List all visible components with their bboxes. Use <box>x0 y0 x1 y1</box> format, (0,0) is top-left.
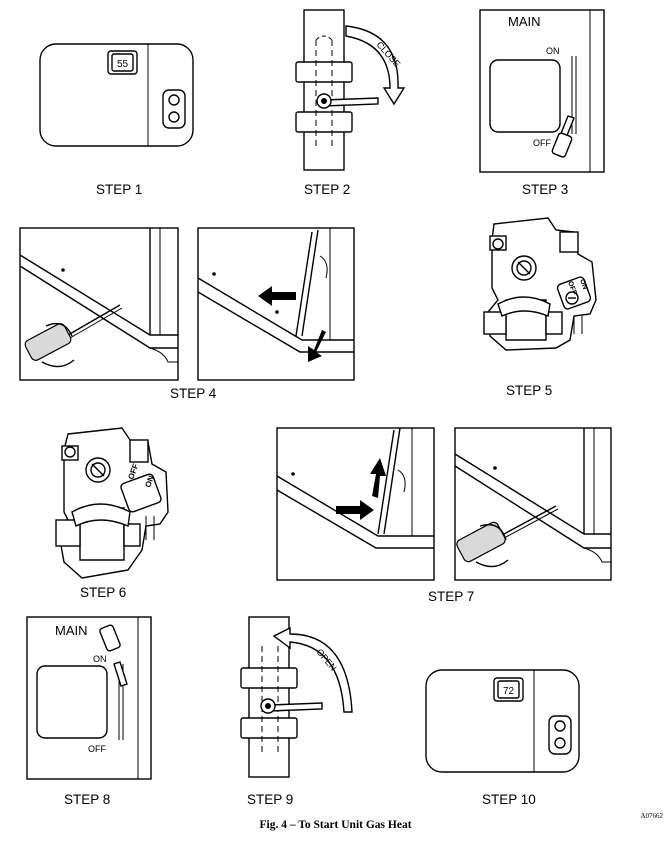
switch-off-step3: OFF <box>533 138 551 148</box>
access-panel-step4-right <box>197 227 355 381</box>
gas-valve-step2: CLOSE <box>295 9 406 171</box>
switch-title-step3: MAIN <box>508 14 541 29</box>
step-label-5: STEP 5 <box>506 383 553 398</box>
thermostat-display-step1: 55 <box>117 59 129 70</box>
figure-caption: Fig. 4 – To Start Unit Gas Heat <box>259 819 412 831</box>
thermostat-display-step10: 72 <box>503 686 515 697</box>
step-label-7: STEP 7 <box>428 589 475 604</box>
gas-valve-step9: OPEN <box>240 616 353 778</box>
step-label-1: STEP 1 <box>96 182 143 197</box>
access-panel-step7-right <box>454 427 612 581</box>
switch-on-step8: ON <box>93 654 107 664</box>
disconnect-switch-step8: MAIN ON OFF <box>26 616 152 780</box>
thermostat-step1: 55 <box>39 43 194 147</box>
step-label-6: STEP 6 <box>80 585 127 600</box>
step-label-3: STEP 3 <box>522 182 569 197</box>
step-label-10: STEP 10 <box>482 792 536 807</box>
gas-control-step6: OFF ON <box>55 427 169 579</box>
gas-control-step5: OFF ON <box>483 217 597 351</box>
knob-on-step5: ON <box>578 278 588 290</box>
thermostat-step10: 72 <box>425 669 580 773</box>
figure-code: A07662 <box>640 812 663 820</box>
step-label-4: STEP 4 <box>170 386 217 401</box>
switch-on-step3: ON <box>546 46 560 56</box>
switch-title-step8: MAIN <box>55 623 88 638</box>
access-panel-step4-left <box>19 227 179 381</box>
step-label-8: STEP 8 <box>64 792 111 807</box>
switch-off-step8: OFF <box>88 744 106 754</box>
knob-off-step5: OFF <box>566 280 578 296</box>
disconnect-switch-step3: MAIN ON OFF <box>479 9 605 173</box>
knob-on-step6: ON <box>143 474 156 489</box>
step-label-9: STEP 9 <box>247 792 294 807</box>
step-label-2: STEP 2 <box>304 182 351 197</box>
access-panel-step7-left <box>276 427 435 581</box>
